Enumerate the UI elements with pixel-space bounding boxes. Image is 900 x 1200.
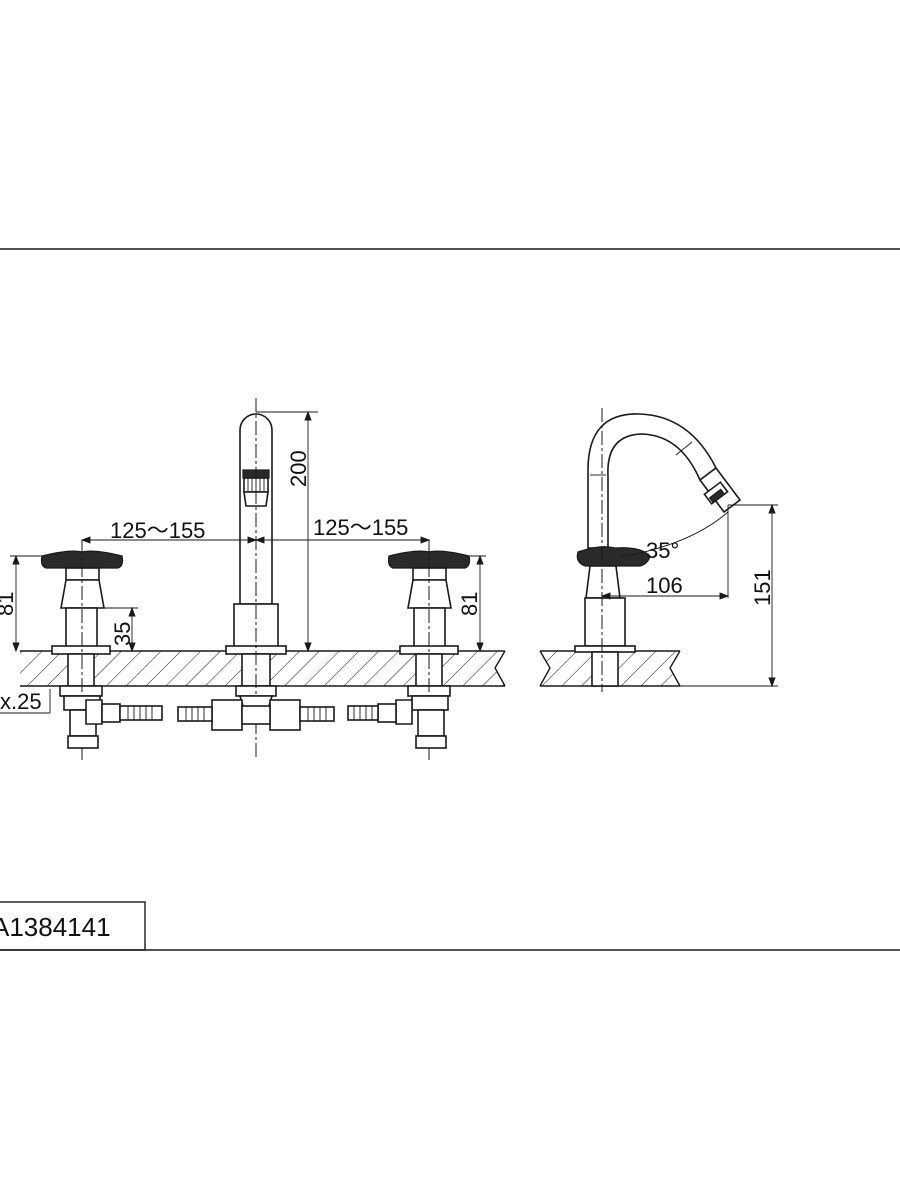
center-underdeck-tee (177, 695, 335, 731)
front-view: 125～155 125～155 200 81 35 (0, 398, 506, 760)
max-thickness-callout (0, 689, 51, 714)
spout-reach-dimension (600, 592, 730, 600)
left-handle-height-dimension (10, 554, 42, 653)
spout-height-dimension (256, 410, 318, 653)
left-underdeck-valve (63, 695, 163, 749)
handle-body-height-label: 35 (110, 622, 135, 646)
spout-angle-dimension (619, 505, 729, 598)
max-thickness-label: x.25 (0, 689, 42, 714)
spread-dimension-lines (80, 536, 431, 544)
model-code: A1384141 (0, 912, 111, 942)
side-view: 35° 106 151 (539, 408, 778, 692)
spout-angle-label: 35° (646, 538, 679, 563)
side-spout-body (574, 408, 742, 692)
handle-body-height-dimension (97, 606, 138, 653)
spread-right-label: 125～155 (313, 515, 408, 540)
left-cross-handle (40, 540, 124, 760)
side-height-dimension (680, 503, 778, 688)
right-handle-height-dimension (469, 554, 486, 653)
side-height-label: 151 (750, 569, 775, 606)
left-handle-height-label: 81 (0, 592, 18, 616)
spout-reach-label: 106 (646, 573, 683, 598)
right-handle-height-label: 81 (457, 592, 482, 616)
spout-height-label: 200 (286, 450, 311, 487)
right-cross-handle (387, 540, 471, 760)
spread-left-label: 125～155 (110, 518, 205, 543)
right-underdeck-valve (347, 695, 449, 749)
center-spout (225, 398, 287, 760)
title-block: A1384141 (0, 901, 146, 951)
